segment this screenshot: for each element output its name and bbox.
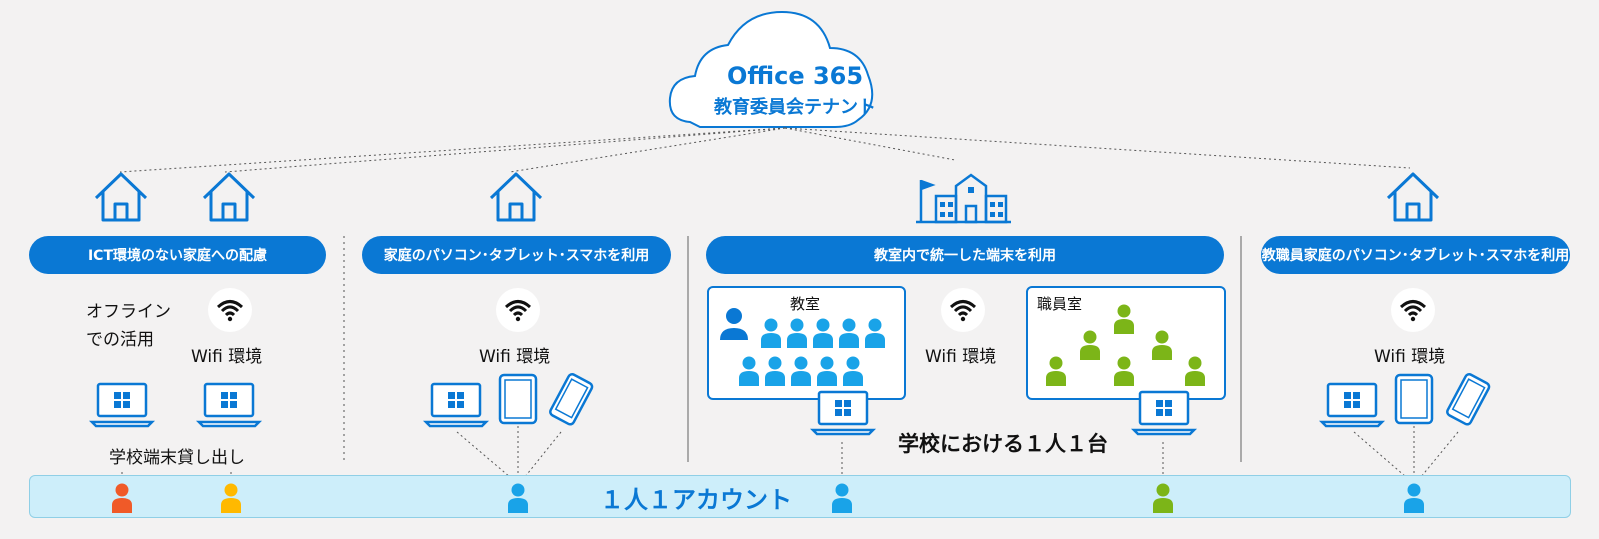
cloud-title: Office 365 — [726, 62, 864, 90]
cloud-subtitle: 教育委員会テナント — [714, 97, 876, 118]
section-header: 教職員家庭のパソコン･タブレット･スマホを利用 — [1261, 236, 1570, 274]
teacher-person-icon — [720, 308, 748, 340]
connection-lines — [119, 127, 1411, 173]
person-icon — [832, 483, 852, 513]
classroom-label: 教室 — [790, 295, 821, 313]
person-icon — [1153, 483, 1173, 513]
wifi-label: Wifi 環境 — [479, 347, 551, 367]
wifi-label: Wifi 環境 — [1374, 347, 1446, 367]
account-bar — [29, 475, 1571, 518]
person-icon — [1404, 483, 1424, 513]
device-lines — [1353, 426, 1459, 484]
section-dividers — [343, 236, 1242, 462]
section-header: 教室内で統一した端末を利用 — [706, 236, 1224, 274]
lending-label: 学校端末貸し出し — [109, 448, 245, 468]
school-icon — [916, 173, 1011, 224]
cloud-icon — [668, 10, 874, 128]
one-per-person-label: 学校における１人１台 — [898, 432, 1108, 456]
person-icon — [112, 483, 132, 513]
section-header: 家庭のパソコン･タブレット･スマホを利用 — [362, 236, 671, 274]
device-lines — [456, 426, 562, 484]
wifi-label: Wifi 環境 — [925, 347, 997, 367]
offline-label: オフライン での活用 — [86, 302, 171, 350]
wifi-label: Wifi 環境 — [191, 347, 263, 367]
section-header: ICT環境のない家庭への配慮 — [29, 236, 326, 274]
person-icon — [221, 483, 241, 513]
account-label: １人１アカウント — [600, 486, 792, 514]
school-windows — [940, 187, 1003, 217]
person-icon — [508, 483, 528, 513]
staffroom-label: 職員室 — [1037, 295, 1083, 313]
